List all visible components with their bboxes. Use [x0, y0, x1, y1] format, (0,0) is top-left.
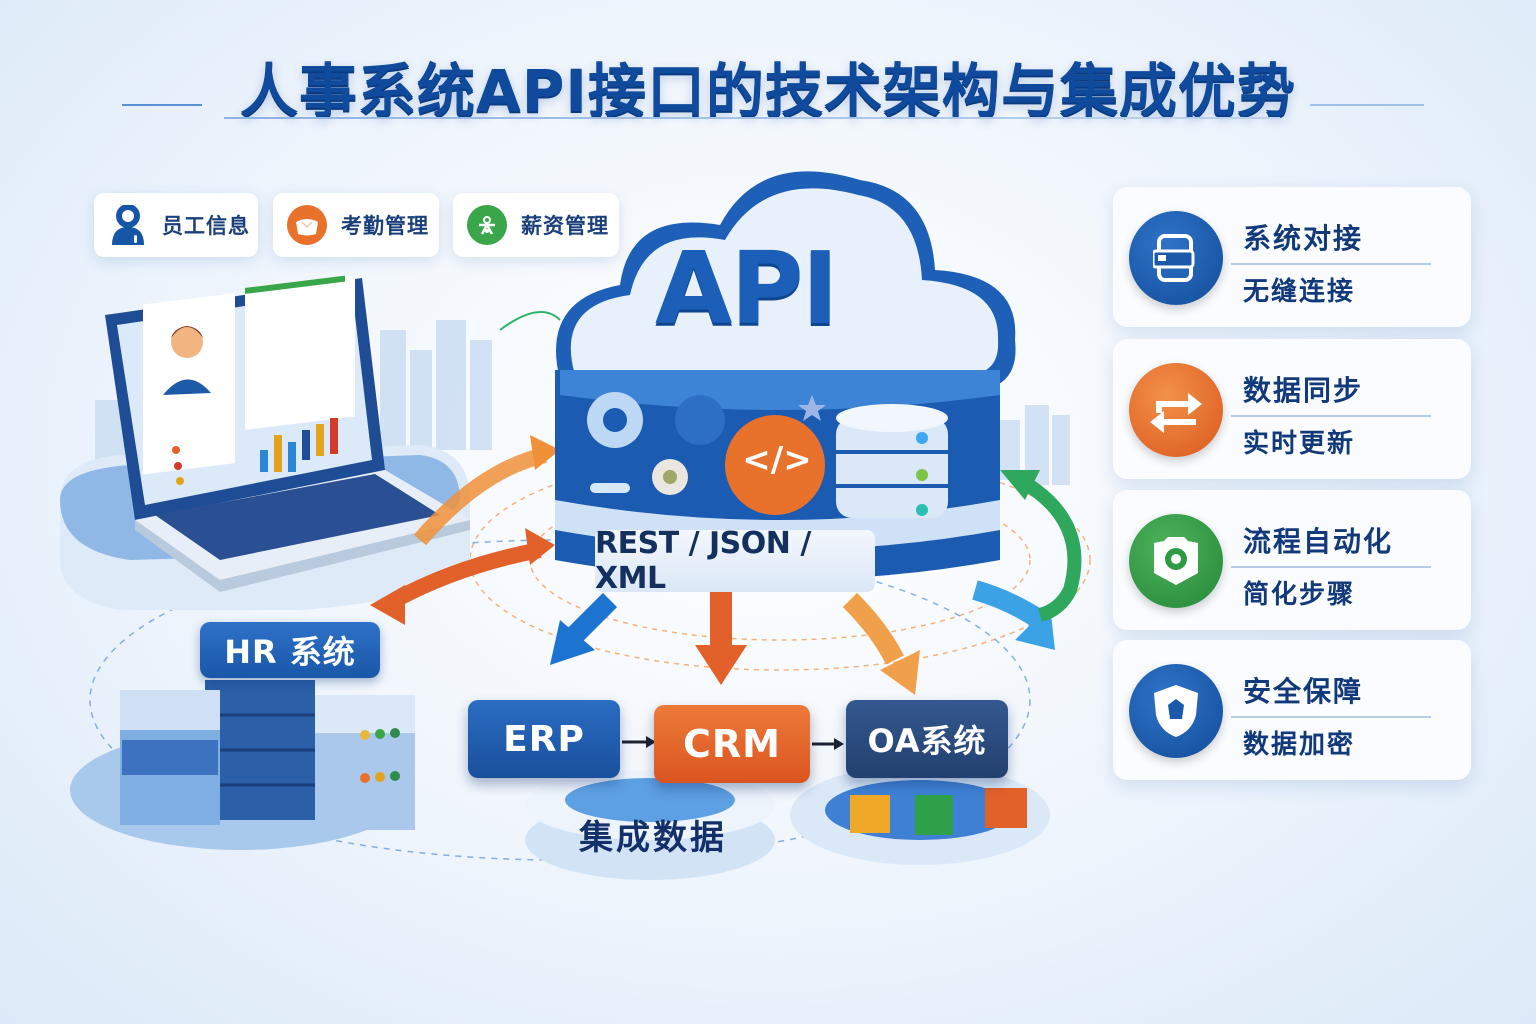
- card-divider: [1231, 566, 1431, 568]
- card-divider: [1231, 415, 1431, 417]
- system-oa: OA系统: [846, 700, 1008, 778]
- devices-icon: [1129, 211, 1223, 305]
- user-icon: [108, 205, 148, 245]
- chip-employee-info: 员工信息: [94, 193, 258, 257]
- api-cloud-illustration: [555, 171, 1016, 580]
- page-title: 人事系统API接口的技术架构与集成优势: [240, 57, 1296, 125]
- card-subtitle: 数据加密: [1243, 730, 1356, 760]
- laptop-illustration: [105, 275, 470, 592]
- chip-attendance: 考勤管理: [273, 193, 439, 257]
- feature-card-system-integration: 系统对接 无缝连接: [1113, 187, 1471, 327]
- card-title: 流程自动化: [1243, 525, 1394, 558]
- card-divider: [1231, 263, 1431, 265]
- sync-arrows-icon: [1129, 363, 1223, 457]
- system-label: OA系统: [867, 722, 987, 760]
- title-underline: [224, 117, 1280, 119]
- hr-system-label: HR 系统: [200, 622, 380, 678]
- hr-servers-illustration: [70, 680, 415, 850]
- protocol-band: REST / JSON / XML: [595, 526, 875, 596]
- calendar-icon: [287, 205, 327, 245]
- feature-card-security: 安全保障 数据加密: [1113, 640, 1471, 780]
- chip-label: 员工信息: [162, 214, 250, 238]
- card-title: 数据同步: [1243, 374, 1364, 407]
- title-decoration-left: [122, 104, 202, 106]
- payroll-icon: [467, 205, 507, 245]
- system-crm: CRM: [654, 705, 810, 783]
- feature-card-automation: 流程自动化 简化步骤: [1113, 490, 1471, 630]
- card-subtitle: 无缝连接: [1243, 277, 1356, 307]
- card-subtitle: 实时更新: [1243, 429, 1356, 459]
- chip-label: 考勤管理: [341, 214, 429, 238]
- card-title: 系统对接: [1243, 222, 1364, 255]
- system-erp: ERP: [468, 700, 620, 778]
- title-decoration-right: [1310, 104, 1424, 106]
- system-label: ERP: [503, 718, 585, 760]
- code-icon: </>: [742, 440, 812, 480]
- shield-icon: [1129, 664, 1223, 758]
- card-subtitle: 简化步骤: [1243, 580, 1356, 610]
- chip-payroll: 薪资管理: [453, 193, 619, 257]
- card-divider: [1231, 716, 1431, 718]
- system-label: CRM: [683, 722, 781, 766]
- automation-icon: [1129, 514, 1223, 608]
- feature-card-data-sync: 数据同步 实时更新: [1113, 339, 1471, 479]
- card-title: 安全保障: [1243, 675, 1364, 708]
- api-hub-label: API: [655, 230, 839, 347]
- chip-label: 薪资管理: [521, 214, 609, 238]
- data-hub-label: 集成数据: [579, 818, 727, 858]
